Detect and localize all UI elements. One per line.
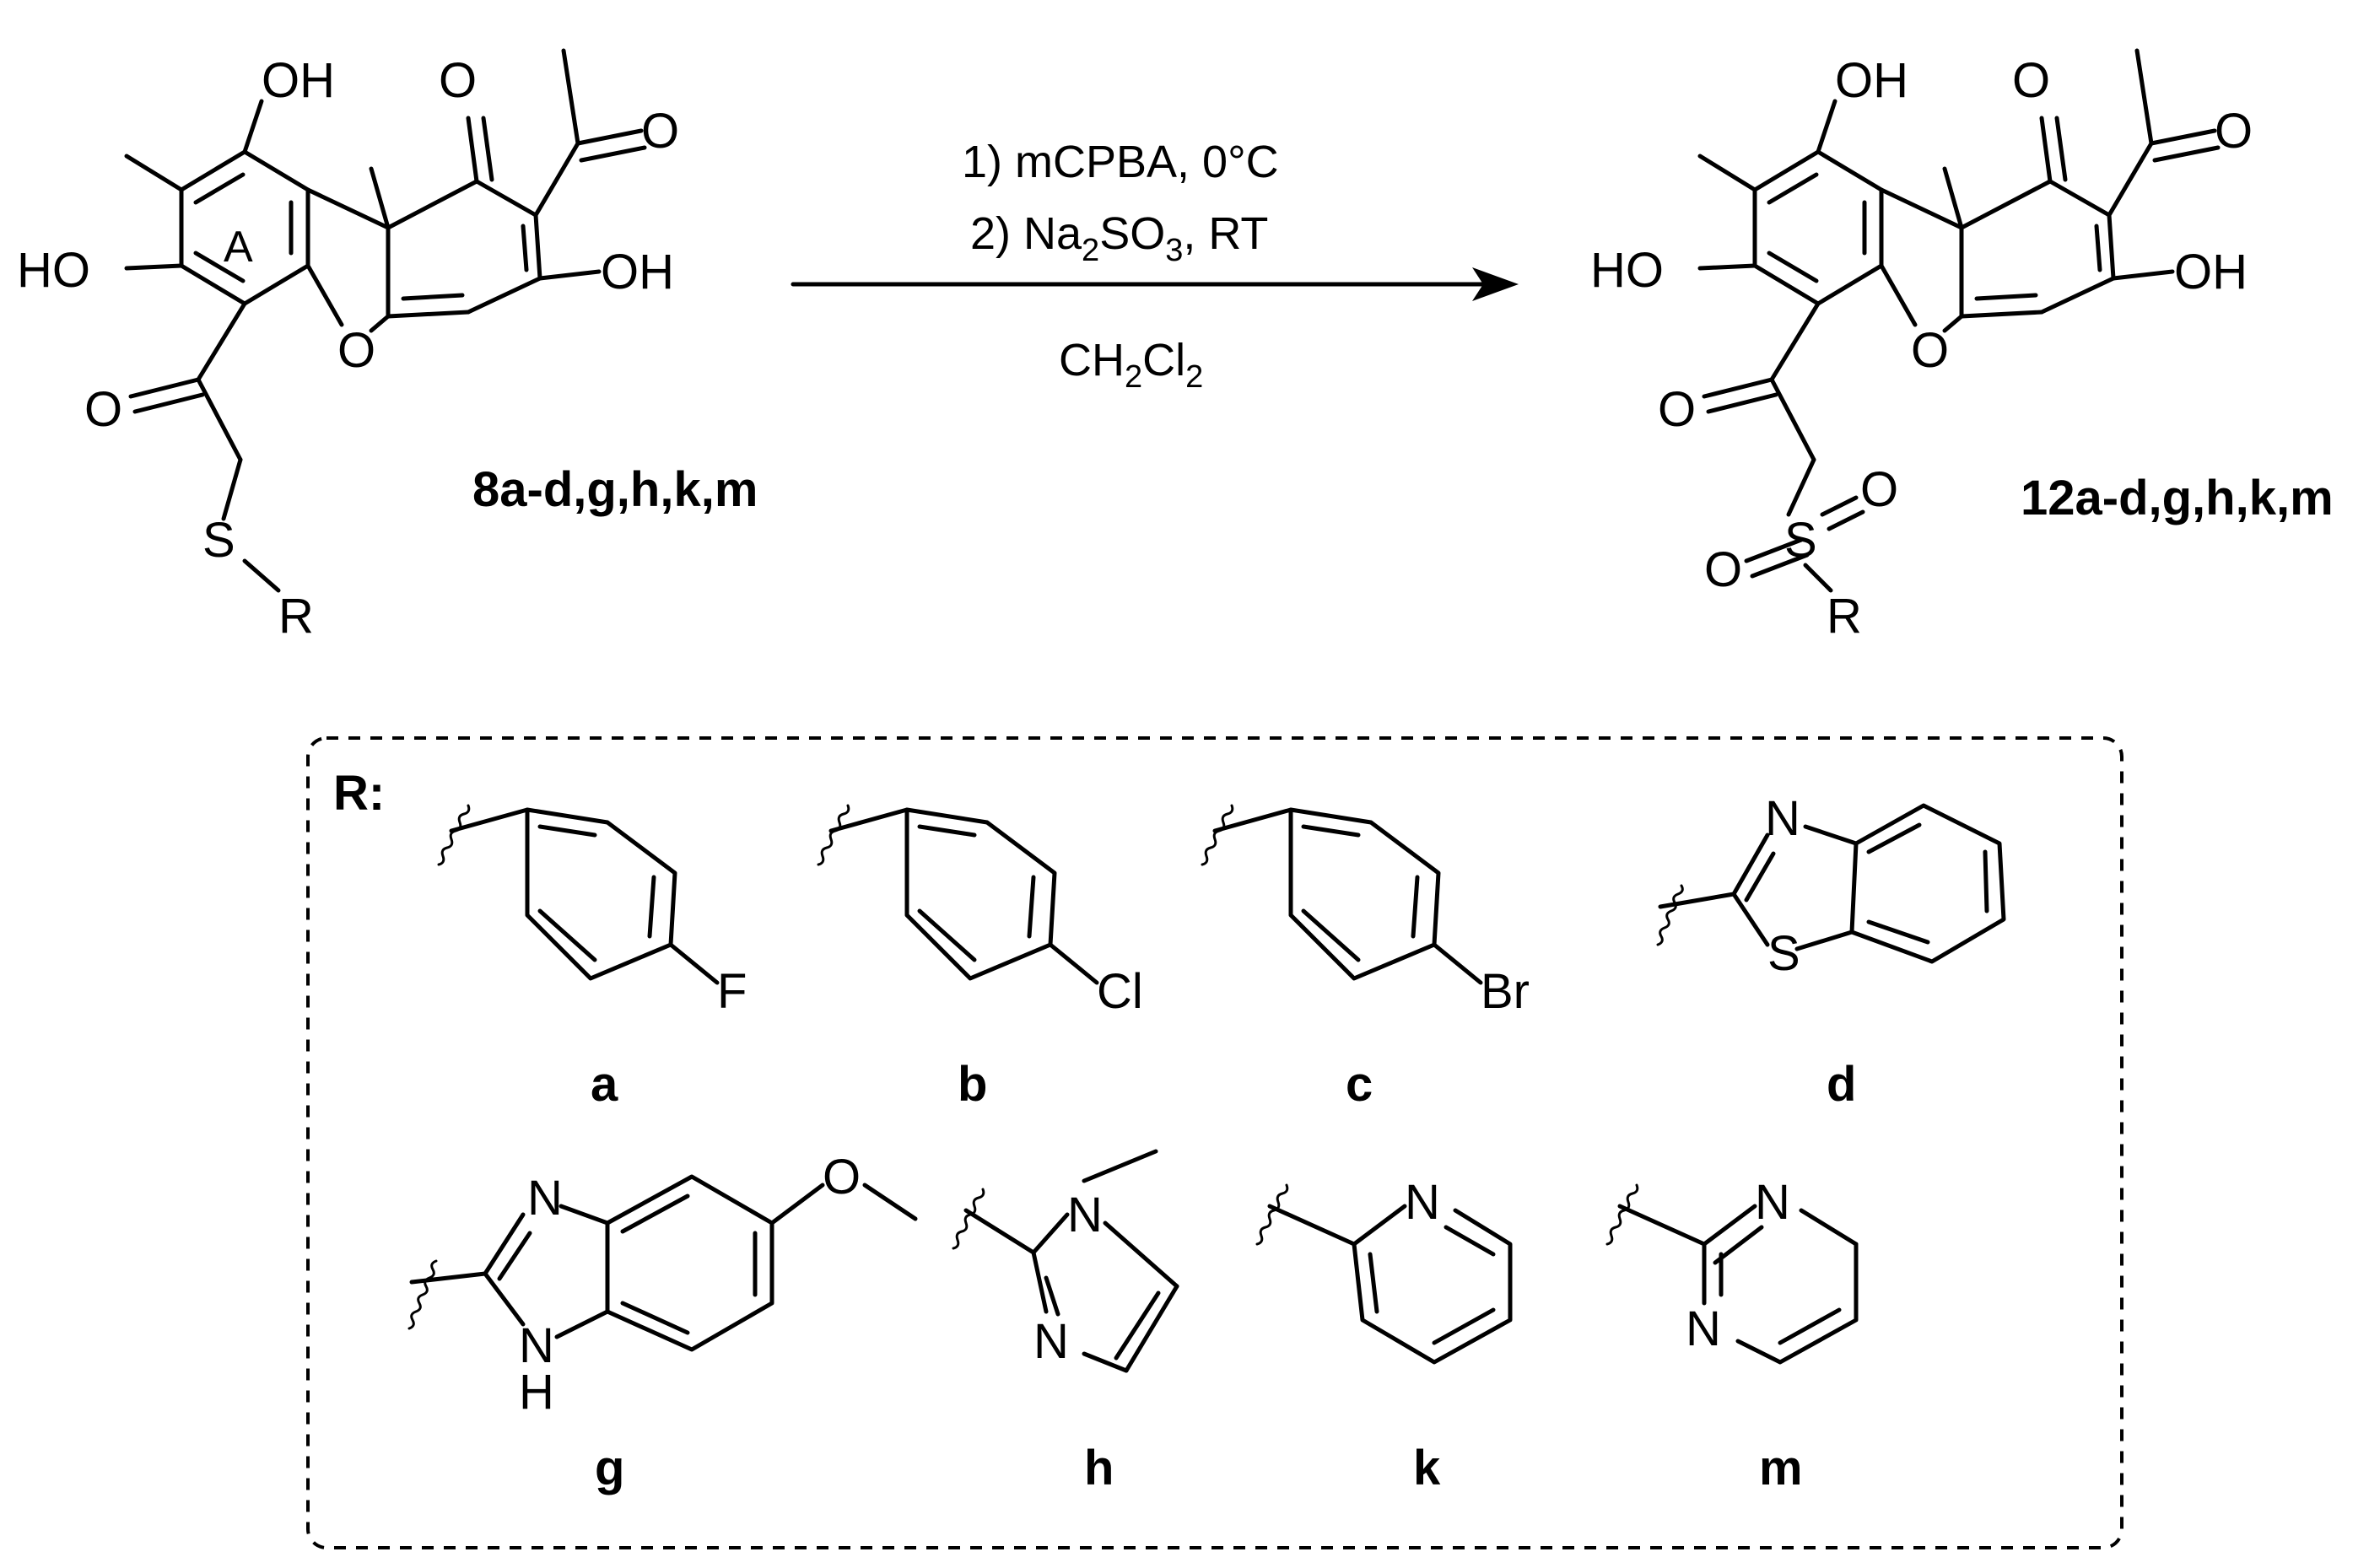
substituent-g: N N H O g: [407, 1150, 918, 1495]
carbonyl-o-label: O: [2012, 53, 2050, 108]
ketone-o-label: O: [84, 382, 122, 437]
methoxy-o-label: O: [823, 1150, 861, 1204]
nitrogen-label: N: [527, 1171, 563, 1226]
solvent: CH2Cl2: [1059, 335, 1203, 395]
chlorine-label: Cl: [1097, 964, 1143, 1019]
oh-label: OH: [601, 245, 674, 299]
substituent-h: N N h: [952, 1149, 1179, 1495]
nitrogen-label: N: [1755, 1175, 1790, 1230]
substituent-letter-d: d: [1827, 1057, 1856, 1112]
starting-material-structure: [124, 48, 647, 593]
oh-label: OH: [2174, 245, 2248, 299]
reagent-step-1: 1) mCPBA, 0°C: [962, 137, 1279, 187]
sulfur-label: S: [1767, 926, 1800, 981]
r-group-label: R: [1827, 589, 1862, 644]
fluorine-label: F: [717, 964, 747, 1019]
furan-o-label: O: [1911, 323, 1949, 378]
substituent-c: [1201, 804, 1483, 985]
arrowhead: [1472, 267, 1519, 301]
ho-label: HO: [17, 243, 90, 298]
sulfur-label: S: [1784, 513, 1817, 568]
sulfonyl-o-label: O: [1860, 462, 1898, 517]
substituent-k: N k: [1255, 1175, 1513, 1495]
oh-label: OH: [1835, 53, 1908, 108]
r-group-label: R: [278, 589, 314, 644]
nh-nitrogen-label: N: [519, 1318, 554, 1373]
hydrogen-label: H: [519, 1365, 554, 1420]
substituent-box: [306, 736, 2123, 1549]
substituent-letter-k: k: [1413, 1441, 1441, 1495]
ketone-o-label: O: [1658, 382, 1696, 437]
acetyl-o-label: O: [641, 104, 679, 159]
r-box-label: R:: [333, 766, 385, 821]
product-structure: [1697, 48, 2221, 593]
substituent-b: [817, 804, 1099, 985]
ring-a-label: A: [224, 223, 253, 272]
carbonyl-o-label: O: [439, 53, 477, 108]
nitrogen-label: N: [1067, 1188, 1103, 1242]
starting-material-label: 8a-d,g,h,k,m: [472, 462, 758, 517]
product-label: 12a-d,g,h,k,m: [2021, 471, 2334, 525]
nitrogen-label: N: [1765, 791, 1800, 846]
ho-label: HO: [1590, 243, 1664, 298]
substituent-letter-m: m: [1759, 1441, 1803, 1495]
substituent-m: N N m: [1605, 1175, 1859, 1495]
substituent-letter-g: g: [595, 1441, 624, 1495]
nitrogen-label: N: [1033, 1314, 1069, 1369]
acetyl-o-label: O: [2215, 104, 2253, 159]
sulfur-label: S: [202, 513, 235, 568]
substituent-letter-b: b: [958, 1057, 987, 1112]
oh-label: OH: [262, 53, 335, 108]
nitrogen-label: N: [1686, 1301, 1721, 1356]
nitrogen-label: N: [1405, 1175, 1440, 1230]
furan-o-label: O: [337, 323, 375, 378]
bromine-label: Br: [1481, 964, 1530, 1019]
substituent-letter-c: c: [1346, 1057, 1373, 1112]
substituent-d: N S d: [1656, 791, 2006, 1112]
reagent-step-2: 2) Na2SO3, RT: [970, 208, 1268, 268]
substituent-a: F a: [437, 804, 747, 1112]
substituent-letter-a: a: [591, 1057, 618, 1112]
sulfonyl-o-label: O: [1704, 542, 1742, 597]
product-labels: OH O O HO OH O O S O O R 12a-d,g,h,k,m: [1590, 53, 2334, 644]
substituent-letter-h: h: [1084, 1441, 1114, 1495]
